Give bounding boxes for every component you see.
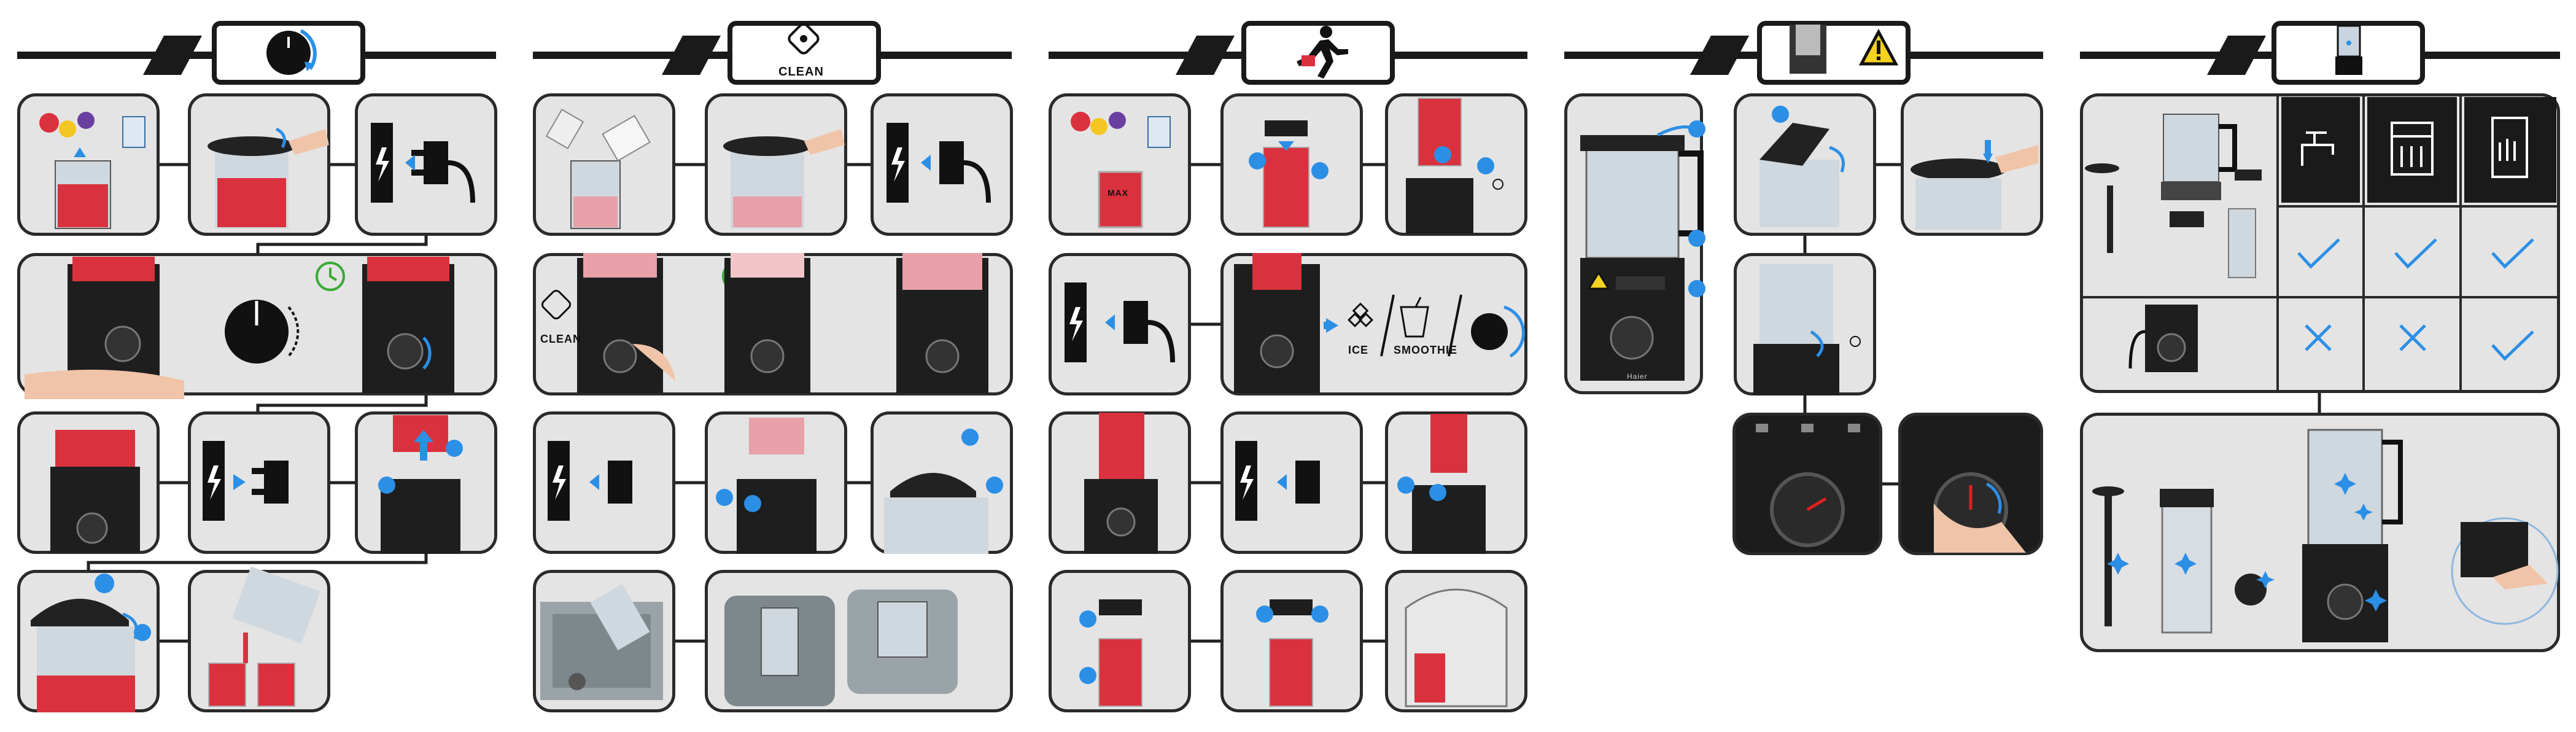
safety-jar-lock [1734, 253, 1876, 395]
care-table [2080, 93, 2560, 393]
step-remove-jar [355, 411, 497, 554]
step-mount-bottle [1385, 93, 1527, 236]
max-fill-mark: MAX [1108, 188, 1128, 198]
smoothie-program-label: SMOOTHIE [1394, 344, 1457, 357]
step-plug-in-blend [1049, 253, 1191, 395]
step-swap-lid [1049, 570, 1191, 712]
step-plug-in-clean [871, 93, 1013, 236]
safety-dial-off [1732, 413, 1882, 555]
step-unplug-clean [533, 411, 675, 554]
safety-lid-lock [1734, 93, 1876, 236]
step-program-select [1220, 253, 1527, 395]
step-unplug [188, 411, 330, 554]
brand-label: Haier [1627, 372, 1648, 381]
step-pack-bag [1385, 570, 1527, 712]
step-dry [705, 570, 1013, 712]
safety-dial-reset [1898, 413, 2043, 555]
safety-press-lid [1901, 93, 2043, 236]
step-bottle-done [1049, 411, 1191, 554]
step-close-lid-clean [705, 93, 847, 236]
ice-program-label: ICE [1348, 344, 1368, 357]
step-pour [188, 570, 330, 712]
step-add-ingredients [17, 93, 160, 236]
step-close-bottle [1220, 570, 1363, 712]
step-close-lid [188, 93, 330, 236]
step-rinse-sink [533, 570, 675, 712]
step-fill-bottle [1049, 93, 1191, 236]
step-open-lid-clean [871, 411, 1013, 554]
step-blend-done [17, 411, 160, 554]
safety-lock-points [1564, 93, 1703, 394]
step-add-water-soap [533, 93, 675, 236]
clean-header-label: CLEAN [778, 65, 824, 79]
step-open-lid [17, 570, 160, 712]
step-unplug-bottle [1220, 411, 1363, 554]
care-clean-parts [2080, 413, 2560, 652]
step-select-speed [17, 253, 497, 395]
step-remove-bottle [1385, 411, 1527, 554]
step-remove-jar-clean [705, 411, 847, 554]
step-attach-blade [1220, 93, 1363, 236]
clean-program-label: CLEAN [540, 333, 581, 346]
step-clean-program [533, 253, 1013, 395]
step-plug-in [355, 93, 497, 236]
